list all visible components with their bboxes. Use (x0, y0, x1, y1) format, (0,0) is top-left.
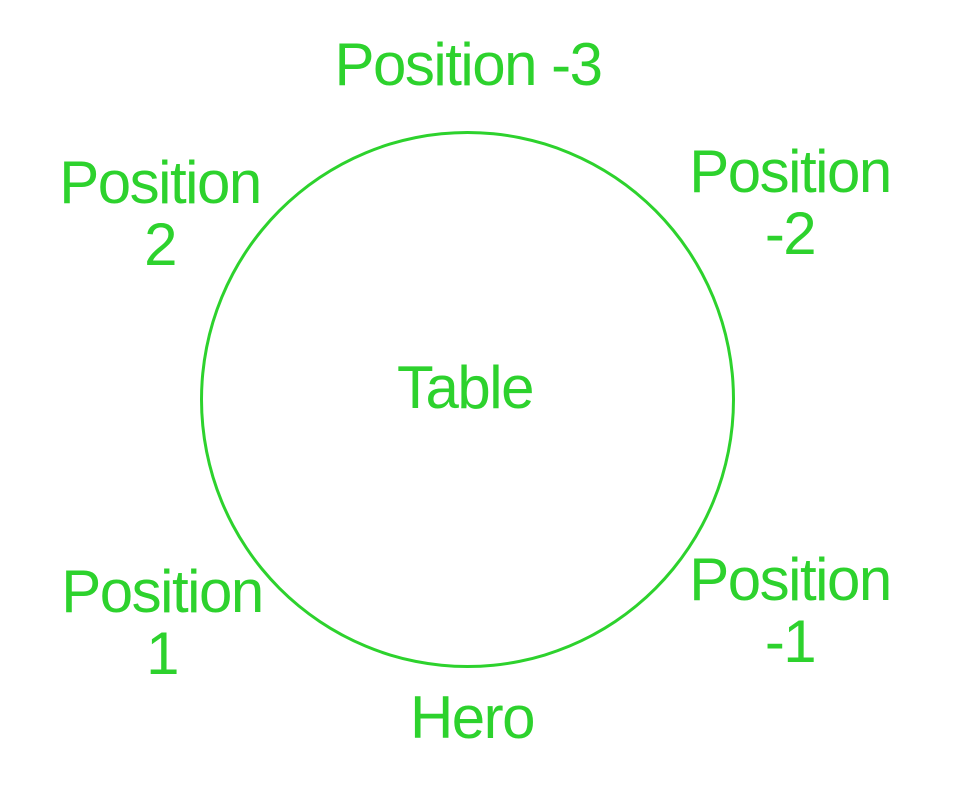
seat-label-position-minus-3: Position -3 (334, 31, 603, 98)
seat-label-position-minus-2: Position -2 (689, 138, 892, 267)
seat-label-line2: 1 (146, 620, 179, 687)
seat-label-line1: Position (61, 558, 264, 625)
seat-label-line1: Position (689, 546, 892, 613)
table-label: Table (397, 354, 534, 421)
seat-label-position-minus-1: Position -1 (689, 546, 892, 675)
seat-label-line1: Position (59, 149, 262, 216)
seat-label-line2: 2 (144, 211, 177, 278)
hero-label: Hero (409, 684, 536, 751)
seat-label-position-2: Position 2 (59, 149, 262, 278)
table-circle (200, 131, 735, 668)
seat-label-position-1: Position 1 (61, 558, 264, 687)
seat-label-line2: -2 (764, 200, 817, 267)
seat-label-line1: Position (689, 138, 892, 205)
seat-label-line2: -1 (764, 608, 817, 675)
